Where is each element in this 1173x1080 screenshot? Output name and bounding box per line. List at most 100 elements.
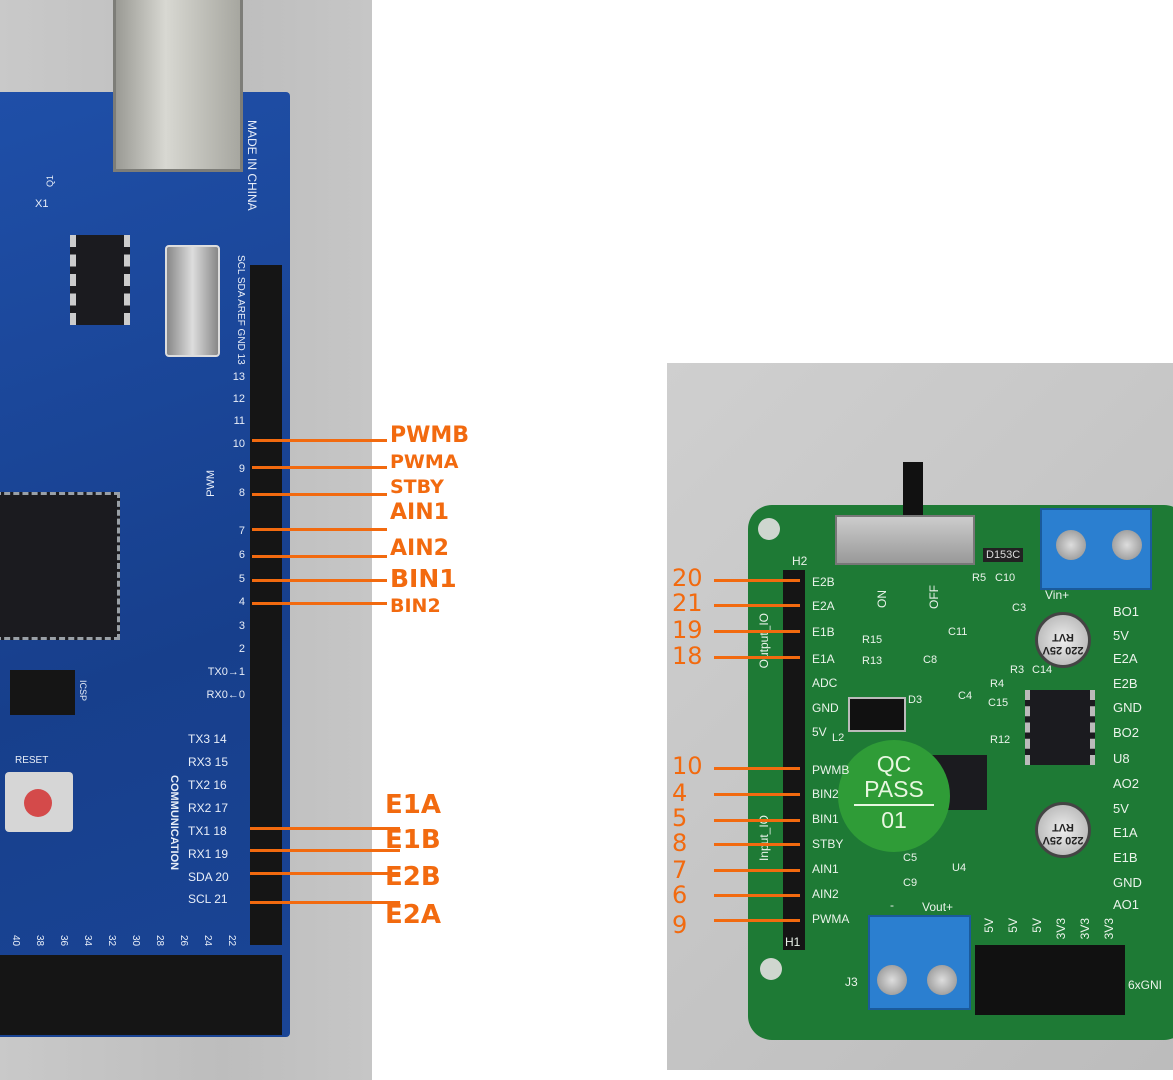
- annotation-line: [714, 630, 800, 633]
- comm-pin-label: RX3 15: [188, 755, 229, 769]
- bottom-pin-label: 26: [178, 935, 189, 947]
- annotation-line: [714, 919, 800, 922]
- communication-label: COMMUNICATION: [168, 775, 180, 871]
- power-switch[interactable]: [835, 515, 975, 565]
- reset-button[interactable]: [24, 789, 52, 817]
- component-label: R3: [1010, 664, 1025, 676]
- component-label: C10: [995, 572, 1016, 584]
- component-label: R12: [990, 734, 1011, 746]
- header-pin-label: BIN2: [812, 787, 839, 801]
- component-label: L2: [832, 732, 845, 744]
- component-label: C15: [988, 697, 1009, 709]
- header-pin-label: E2B: [812, 575, 835, 589]
- comm-pin-label: RX1 19: [188, 847, 229, 861]
- h2-label: H2: [792, 554, 808, 568]
- usb-chip: [70, 235, 130, 325]
- switch-off-label: OFF: [927, 585, 941, 609]
- annotation-line: [252, 555, 387, 558]
- pin-label: TX0→1: [207, 666, 245, 678]
- annotation-line: [252, 579, 387, 582]
- side-pin-label: E1A: [1113, 825, 1138, 840]
- comm-pin-label: TX3 14: [188, 732, 227, 746]
- header-pin-label: E1A: [812, 652, 835, 666]
- switch-on-label: ON: [875, 590, 889, 608]
- pin-label: 4: [238, 596, 245, 608]
- made-in-china: MADE IN CHINA: [245, 120, 259, 211]
- comm-pin-label: RX2 17: [188, 801, 229, 815]
- pin-label: RX0←0: [206, 689, 245, 701]
- annotation-label: PWMB: [390, 423, 470, 448]
- annotation-line: [714, 793, 800, 796]
- annotation-number: 9: [672, 911, 688, 939]
- bottom-pin-label: 38: [34, 935, 45, 947]
- annotation-line: [714, 767, 800, 770]
- annotation-number: 5: [672, 804, 688, 832]
- screw: [927, 965, 957, 995]
- header-pin-label: STBY: [812, 837, 844, 851]
- annotation-label: AIN2: [390, 536, 449, 561]
- pin-label: 9: [238, 463, 245, 475]
- side-pin-label: GND: [1113, 700, 1142, 715]
- bottom-pin-label: 36: [58, 935, 69, 947]
- annotation-number: 10: [672, 752, 703, 780]
- side-pin-label: GND: [1113, 875, 1142, 890]
- component-label: C8: [923, 654, 938, 666]
- annotation-number: 18: [672, 642, 703, 670]
- header-pin-label: E2A: [812, 599, 835, 613]
- chip-mark: D153C: [983, 548, 1024, 562]
- qc-line3: 01: [881, 807, 907, 833]
- bottom-pin-label: 24: [202, 935, 213, 947]
- annotation-number: 6: [672, 881, 688, 909]
- annotation-line: [250, 849, 400, 852]
- annotation-line: [250, 872, 400, 875]
- bottom-pin-label: 34: [82, 935, 93, 947]
- digital-header: [250, 265, 282, 945]
- annotation-number: 21: [672, 589, 703, 617]
- pin-label: 10: [232, 438, 245, 450]
- comm-pin-label: TX2 16: [188, 778, 227, 792]
- switch-knob[interactable]: [903, 462, 923, 522]
- diode-d3: [848, 697, 906, 732]
- screw: [877, 965, 907, 995]
- qc-pass-sticker: QC PASS 01: [838, 740, 950, 852]
- side-pin-label: AO1: [1113, 897, 1140, 912]
- bottom-pin-label: 30: [130, 935, 141, 947]
- component-label: C14: [1032, 664, 1053, 676]
- microcontroller-chip: [0, 492, 120, 640]
- io-header: [783, 570, 805, 950]
- annotation-line: [714, 843, 800, 846]
- component-label: U4: [952, 862, 967, 874]
- annotation-line: [714, 604, 800, 607]
- mount-hole: [760, 958, 782, 980]
- side-pin-label: U8: [1113, 751, 1130, 766]
- annotation-line: [714, 579, 800, 582]
- header-pin-label: E1B: [812, 625, 835, 639]
- annotation-line: [714, 819, 800, 822]
- comm-pin-label: SDA 20: [188, 870, 229, 884]
- component-label: C9: [903, 877, 918, 889]
- side-pin-label: E2A: [1113, 651, 1138, 666]
- annotation-label: E1B: [385, 825, 441, 855]
- header-pin-label: PWMB: [812, 763, 850, 777]
- h1-label: H1: [785, 935, 801, 949]
- bottom-pin-label: 5V: [982, 918, 996, 933]
- pin-label: 12: [232, 393, 245, 405]
- header-pin-label: AIN2: [812, 887, 839, 901]
- annotation-label: PWMA: [390, 450, 459, 473]
- bottom-pin-label: 22: [226, 935, 237, 947]
- component-label: D3: [908, 694, 923, 706]
- annotation-line: [714, 869, 800, 872]
- qc-line2: PASS: [864, 776, 924, 802]
- comm-pin-label: SCL 21: [188, 892, 228, 906]
- side-pin-label: 5V: [1113, 801, 1129, 816]
- side-pin-label: E1B: [1113, 850, 1138, 865]
- pin-label: 8: [238, 487, 245, 499]
- icsp-label: ICSP: [78, 680, 88, 702]
- side-pin-label: AO2: [1113, 776, 1140, 791]
- component-label: C4: [958, 690, 973, 702]
- annotation-label: E1A: [385, 790, 441, 820]
- header-pin-label: GND: [812, 701, 839, 715]
- component-label: R4: [990, 678, 1005, 690]
- crystal: [165, 245, 220, 357]
- x1-label: X1: [35, 198, 49, 210]
